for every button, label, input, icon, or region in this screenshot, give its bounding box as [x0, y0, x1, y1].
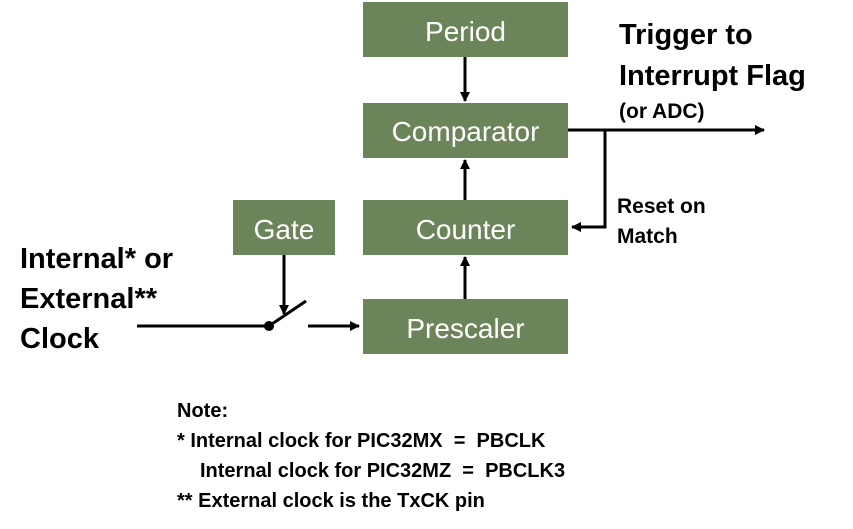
reset-feedback-arrow: [571, 130, 607, 232]
prescaler-label: Prescaler: [406, 313, 524, 344]
gate-block: Gate: [233, 200, 335, 255]
reset-label-line2: Match: [617, 225, 678, 248]
comparator-block: Comparator: [363, 103, 568, 158]
trigger-label-line2: Interrupt Flag: [619, 60, 806, 92]
period-label: Period: [425, 16, 506, 47]
note-title: Note:: [177, 400, 228, 422]
prescaler-block: Prescaler: [363, 299, 568, 354]
switch-pivot-dot: [264, 321, 274, 331]
reset-label-line1: Reset on: [617, 195, 706, 218]
counter-label: Counter: [416, 214, 516, 245]
clock-label-line3: Clock: [20, 323, 100, 355]
clock-label-line1: Internal* or: [20, 243, 173, 275]
trigger-label-line1: Trigger to: [619, 19, 753, 51]
note-line3: ** External clock is the TxCK pin: [177, 490, 485, 512]
trigger-label-line3: (or ADC): [619, 100, 705, 123]
comparator-label: Comparator: [392, 116, 540, 147]
note-line2: Internal clock for PIC32MZ = PBCLK3: [200, 460, 565, 482]
period-block: Period: [363, 2, 568, 57]
switch-blade: [268, 299, 307, 328]
counter-block: Counter: [363, 200, 568, 255]
gate-label: Gate: [254, 214, 315, 245]
note-line1: * Internal clock for PIC32MX = PBCLK: [177, 430, 546, 452]
clock-label-line2: External**: [20, 283, 158, 315]
